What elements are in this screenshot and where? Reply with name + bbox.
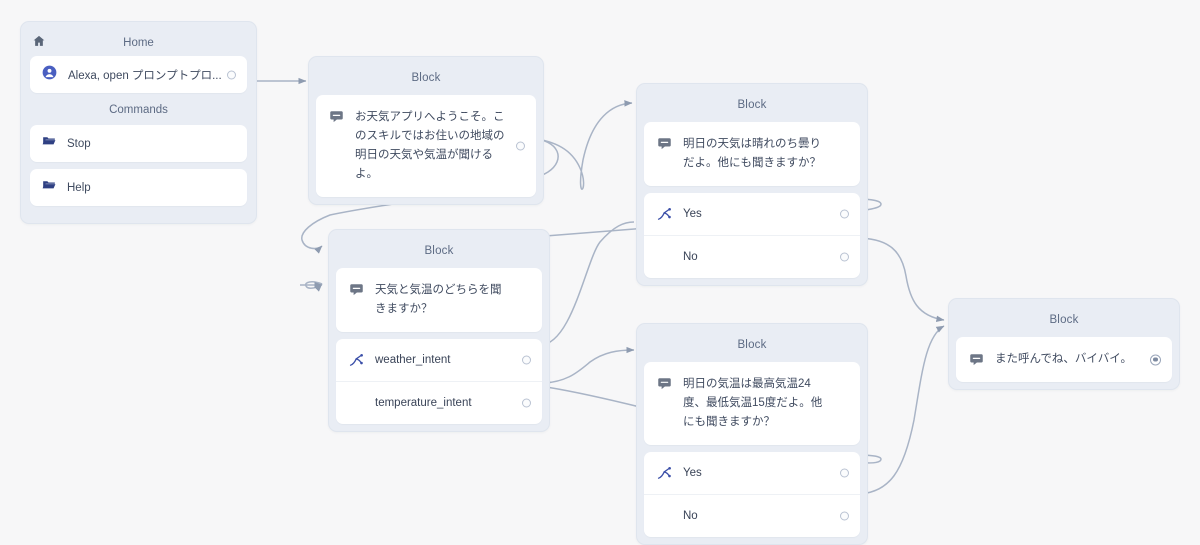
home-panel-title: Home xyxy=(123,37,154,49)
flow-node-welcome[interactable]: Block お天気アプリへようこそ。このスキルではお住いの地域の明日の天気や気温… xyxy=(308,56,544,205)
speech-text: 明日の気温は最高気温24度、最低気温15度だよ。他にも聞きますか？ xyxy=(683,378,823,428)
home-panel-header: Home xyxy=(30,30,247,56)
intent-label: Yes xyxy=(683,208,702,220)
intent-spacer xyxy=(657,250,672,265)
intent-branch-icon xyxy=(349,353,364,368)
speech-text: また呼んでね、バイバイ。 xyxy=(995,353,1132,365)
intent-row-no[interactable]: No xyxy=(644,494,860,537)
speech-row[interactable]: また呼んでね、バイバイ。 xyxy=(956,337,1172,382)
output-port[interactable] xyxy=(840,511,849,521)
node-title: Block xyxy=(411,72,441,84)
output-port[interactable] xyxy=(516,141,525,151)
node-title: Block xyxy=(737,339,767,351)
command-item-stop[interactable]: Stop xyxy=(30,125,247,162)
intent-spacer xyxy=(349,396,364,411)
commands-section-label: Commands xyxy=(109,104,168,116)
folder-icon xyxy=(42,178,56,197)
node-title: Block xyxy=(424,245,454,257)
home-panel[interactable]: Home Alexa, open プロンプトプロ... Commands xyxy=(20,21,257,224)
output-port[interactable] xyxy=(522,355,531,365)
flow-node-temperature-answer[interactable]: Block 明日の気温は最高気温24度、最低気温15度だよ。他にも聞きますか？ xyxy=(636,323,868,545)
intent-label: No xyxy=(683,510,698,522)
speech-text: 天気と気温のどちらを聞きますか？ xyxy=(375,284,502,315)
edge-weather-intent-to-weather-answer xyxy=(539,221,635,346)
command-item-help[interactable]: Help xyxy=(30,169,247,206)
speech-bubble-icon xyxy=(657,136,672,151)
command-label: Help xyxy=(67,181,91,194)
node-title: Block xyxy=(1049,314,1079,326)
node-card-intents[interactable]: Yes No xyxy=(644,452,860,537)
invocation-card[interactable]: Alexa, open プロンプトプロ... xyxy=(30,56,247,93)
node-card[interactable]: また呼んでね、バイバイ。 xyxy=(956,337,1172,382)
output-port[interactable] xyxy=(840,209,849,219)
intent-label: No xyxy=(683,251,698,263)
intent-spacer xyxy=(657,509,672,524)
node-card[interactable]: お天気アプリへようこそ。このスキルではお住いの地域の明日の天気や気温が聞けるよ。 xyxy=(316,95,536,197)
intent-branch-icon xyxy=(657,466,672,481)
node-card-speech[interactable]: 明日の気温は最高気温24度、最低気温15度だよ。他にも聞きますか？ xyxy=(644,362,860,445)
speech-bubble-icon xyxy=(657,376,672,391)
invocation-output-port[interactable] xyxy=(227,70,236,79)
user-avatar-icon xyxy=(42,65,57,85)
edge-temperature-intent-to-temperature-answer xyxy=(539,346,635,384)
folder-icon xyxy=(42,134,56,153)
home-icon xyxy=(32,34,46,53)
speech-row[interactable]: 天気と気温のどちらを聞きますか？ xyxy=(336,268,542,332)
edge-temperature-no-to-goodbye xyxy=(855,325,945,495)
flow-node-goodbye[interactable]: Block また呼んでね、バイバイ。 xyxy=(948,298,1180,390)
intent-row-yes[interactable]: Yes xyxy=(644,452,860,494)
speech-text: お天気アプリへようこそ。このスキルではお住いの地域の明日の天気や気温が聞けるよ。 xyxy=(355,111,505,180)
end-port[interactable] xyxy=(1150,354,1161,365)
speech-bubble-icon xyxy=(349,282,364,297)
speech-bubble-icon xyxy=(969,352,984,367)
intent-label: weather_intent xyxy=(375,354,451,366)
node-card-speech[interactable]: 天気と気温のどちらを聞きますか？ xyxy=(336,268,542,332)
speech-row[interactable]: お天気アプリへようこそ。このスキルではお住いの地域の明日の天気や気温が聞けるよ。 xyxy=(316,95,536,197)
edge-welcome-to-weather xyxy=(529,100,633,190)
intent-row-temperature[interactable]: temperature_intent xyxy=(336,381,542,424)
speech-row[interactable]: 明日の気温は最高気温24度、最低気温15度だよ。他にも聞きますか？ xyxy=(644,362,860,445)
edge-weather-no-to-goodbye xyxy=(855,237,945,323)
speech-row[interactable]: 明日の天気は晴れのち曇りだよ。他にも聞きますか？ xyxy=(644,122,860,186)
invocation-label: Alexa, open プロンプトプロ... xyxy=(68,69,222,82)
flow-node-weather-answer[interactable]: Block 明日の天気は晴れのち曇りだよ。他にも聞きますか？ xyxy=(636,83,868,286)
speech-text: 明日の天気は晴れのち曇りだよ。他にも聞きますか？ xyxy=(683,138,821,169)
intent-row-no[interactable]: No xyxy=(644,235,860,278)
node-title: Block xyxy=(737,99,767,111)
flow-node-choice[interactable]: Block 天気と気温のどちらを聞きますか？ xyxy=(328,229,550,432)
node-card-intents[interactable]: Yes No xyxy=(644,193,860,278)
output-port[interactable] xyxy=(522,398,531,408)
intent-label: temperature_intent xyxy=(375,397,472,409)
intent-row-yes[interactable]: Yes xyxy=(644,193,860,235)
node-card-speech[interactable]: 明日の天気は晴れのち曇りだよ。他にも聞きますか？ xyxy=(644,122,860,186)
intent-row-weather[interactable]: weather_intent xyxy=(336,339,542,381)
command-label: Stop xyxy=(67,137,91,150)
output-port[interactable] xyxy=(840,468,849,478)
edge-choice-inbound-loop xyxy=(304,281,323,292)
node-card-intents[interactable]: weather_intent temperature_intent xyxy=(336,339,542,424)
intent-label: Yes xyxy=(683,467,702,479)
output-port[interactable] xyxy=(840,252,849,262)
intent-branch-icon xyxy=(657,207,672,222)
speech-bubble-icon xyxy=(329,109,344,124)
